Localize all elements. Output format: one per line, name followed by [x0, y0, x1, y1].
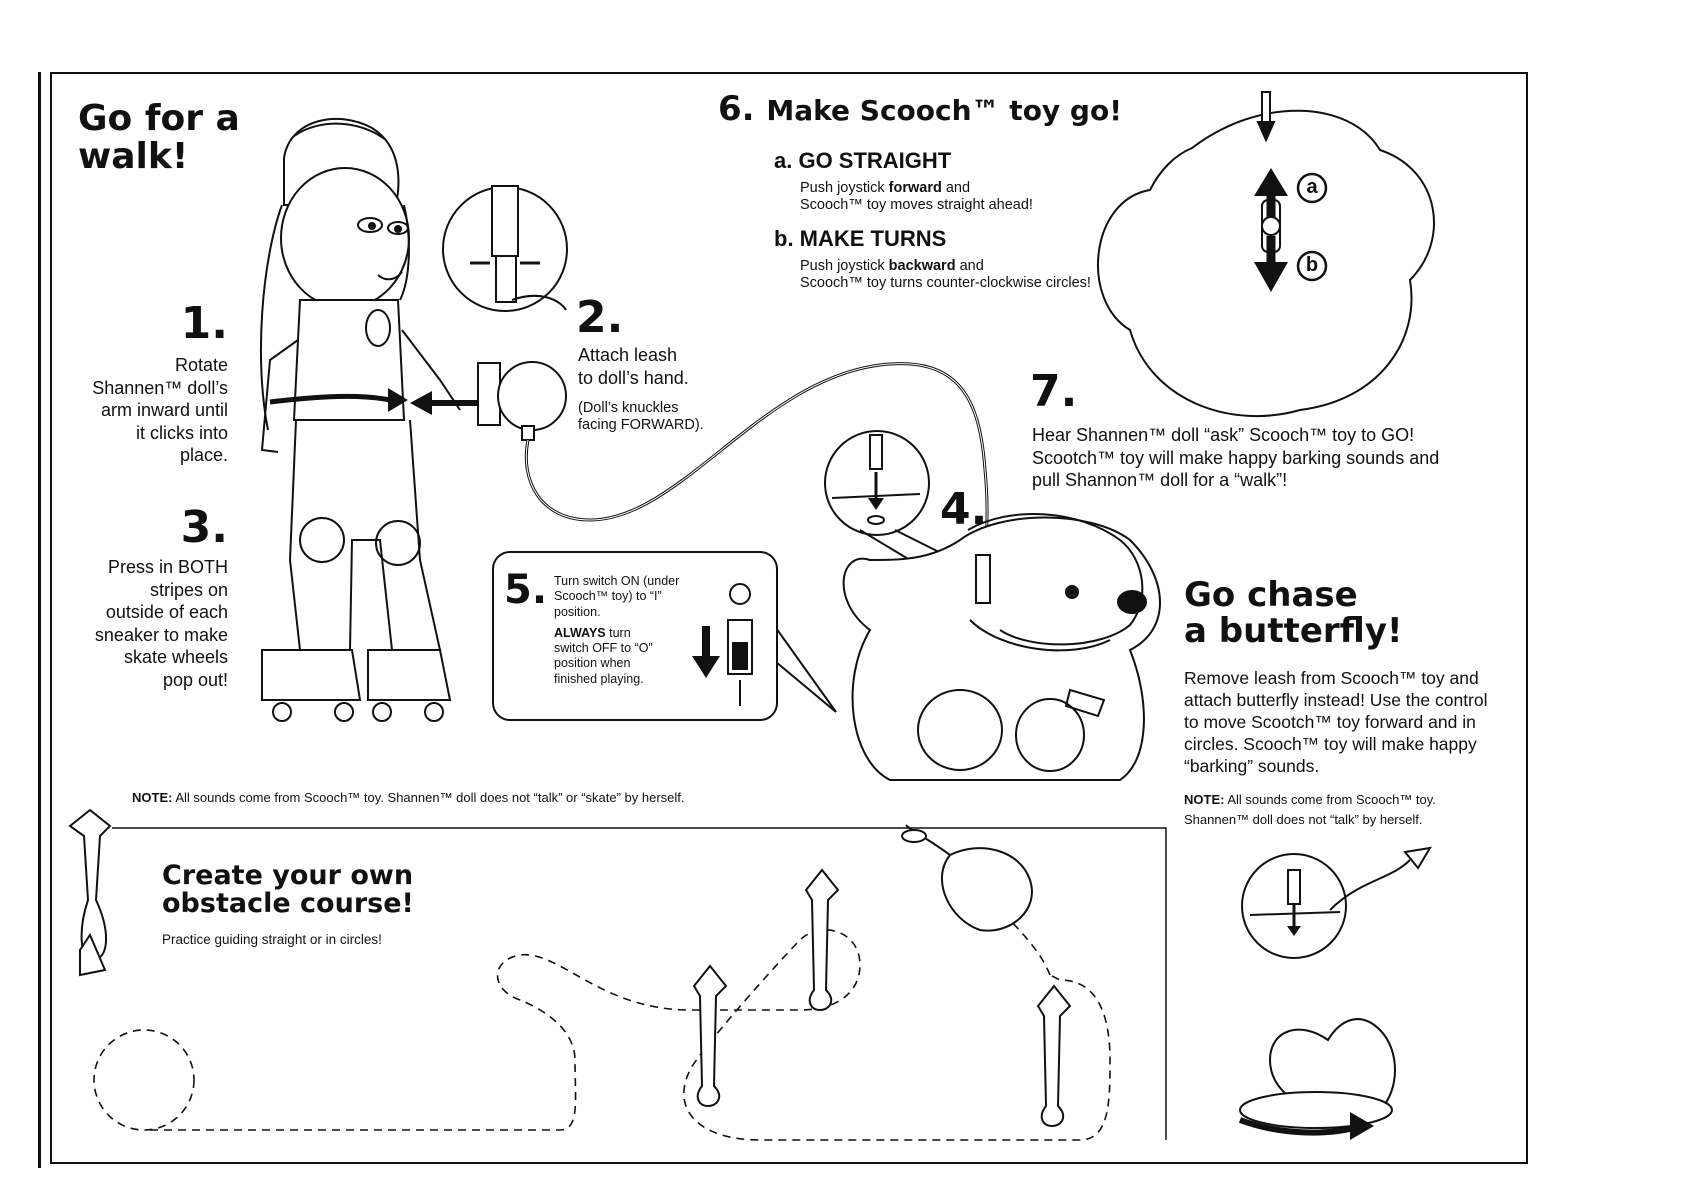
step5-line: Turn switch ON (under: [554, 574, 679, 589]
step6-title: Make Scooch™ toy go!: [766, 94, 1122, 127]
step3-text: Press in BOTH stripes on outside of each…: [70, 556, 228, 691]
step5-line: position when: [554, 656, 679, 671]
obstacle-title-line1: Create your own: [162, 862, 414, 890]
step6b-line2: Scooch™ toy turns counter-clockwise circ…: [800, 275, 1091, 292]
step1-line: place.: [80, 444, 228, 467]
step2-number: 2.: [576, 296, 623, 340]
step4-number: 4.: [940, 488, 987, 532]
step2-note: (Doll’s knuckles facing FORWARD).: [578, 400, 704, 435]
butterfly-line: “barking” sounds.: [1184, 756, 1488, 778]
butterfly-title-line1: Go chase: [1184, 578, 1403, 614]
step2-line: to doll’s hand.: [578, 367, 689, 390]
step5-text: Turn switch ON (under Scooch™ toy) to “I…: [554, 574, 679, 687]
walk-note: NOTE: All sounds come from Scooch™ toy. …: [132, 790, 685, 805]
hand-inset-illustration: [443, 186, 567, 311]
step5-line: Scooch™ toy) to “I”: [554, 589, 679, 604]
butterfly-line: Remove leash from Scooch™ toy and: [1184, 668, 1488, 690]
step7-text: Hear Shannen™ doll “ask” Scooch™ toy to …: [1032, 424, 1439, 492]
step6b-label: b. MAKE TURNS: [774, 226, 946, 252]
step7-line: Scootch™ toy will make happy barking sou…: [1032, 447, 1439, 470]
step1-text: Rotate Shannen™ doll’s arm inward until …: [80, 354, 228, 467]
step7-line: pull Shannon™ doll for a “walk”!: [1032, 469, 1439, 492]
step1-number: 1.: [176, 302, 228, 346]
butterfly-line: to move Scootch™ toy forward and in: [1184, 712, 1488, 734]
walk-note-text: All sounds come from Scooch™ toy. Shanne…: [172, 790, 684, 805]
step6b-line1: Push joystick backward and: [800, 258, 1091, 275]
step5-off-line: switch OFF to “O”: [554, 641, 679, 656]
butterfly-note: NOTE: All sounds come from Scooch™ toy. …: [1184, 790, 1436, 829]
step5-line: finished playing.: [554, 672, 679, 687]
walk-title-line1: Go for a: [78, 100, 240, 138]
walk-title: Go for a walk!: [78, 100, 240, 176]
obstacle-subtitle: Practice guiding straight or in circles!: [162, 932, 382, 947]
butterfly-title-line2: a butterfly!: [1184, 614, 1403, 650]
step5-number: 5.: [504, 570, 547, 610]
step3-line: sneaker to make: [70, 624, 228, 647]
walk-note-label: NOTE:: [132, 790, 172, 805]
step6a-post: and: [942, 180, 970, 196]
butterfly-note-label: NOTE:: [1184, 792, 1224, 807]
walk-title-line2: walk!: [78, 138, 240, 176]
step6-heading: 6. Make Scooch™ toy go!: [718, 92, 1122, 128]
butterfly-body: Remove leash from Scooch™ toy and attach…: [1184, 668, 1488, 777]
step6a-line2: Scooch™ toy moves straight ahead!: [800, 197, 1033, 214]
step6b-post: and: [956, 258, 984, 274]
butterfly-dog-illustration: [1240, 848, 1430, 1140]
step3-line: Press in BOTH: [70, 556, 228, 579]
step5-line: turn: [606, 626, 631, 640]
step3-line: skate wheels: [70, 646, 228, 669]
butterfly-line: attach butterfly instead! Use the contro…: [1184, 690, 1488, 712]
step1-line: it clicks into: [80, 422, 228, 445]
step5-always: ALWAYS: [554, 626, 606, 640]
step2-note-line: (Doll’s knuckles: [578, 400, 704, 417]
step5-line: switch OFF to “O”: [554, 641, 653, 655]
obstacle-cone-markers: [70, 810, 1070, 1126]
obstacle-title: Create your own obstacle course!: [162, 862, 414, 919]
step2-line: Attach leash: [578, 344, 689, 367]
step2-note-line: facing FORWARD).: [578, 417, 704, 434]
step3-line: stripes on: [70, 579, 228, 602]
doll-illustration: [261, 119, 460, 721]
step6a-text: Push joystick forward and Scooch™ toy mo…: [800, 180, 1033, 215]
step3-line: pop out!: [70, 669, 228, 692]
butterfly-note-line2: Shannen™ doll does not “talk” by herself…: [1184, 810, 1436, 830]
scooch-dog-illustration: [844, 514, 1160, 780]
step6b-text: Push joystick backward and Scooch™ toy t…: [800, 258, 1091, 293]
butterfly-title: Go chase a butterfly!: [1184, 578, 1403, 649]
step3-number: 3.: [176, 506, 228, 550]
joystick-badge-a: a: [1304, 176, 1320, 199]
step5-always-line: ALWAYS turn: [554, 626, 679, 641]
butterfly-note-line1: NOTE: All sounds come from Scooch™ toy.: [1184, 790, 1436, 810]
joystick-badge-b: b: [1304, 254, 1320, 277]
power-switch-illustration: [690, 580, 760, 710]
butterfly-note-text: All sounds come from Scooch™ toy.: [1224, 792, 1435, 807]
step3-line: outside of each: [70, 601, 228, 624]
butterfly-line: circles. Scooch™ toy will make happy: [1184, 734, 1488, 756]
step6-number: 6.: [718, 89, 755, 129]
obstacle-title-line2: obstacle course!: [162, 890, 414, 918]
step1-line: Rotate: [80, 354, 228, 377]
joystick-controller-illustration: [1098, 92, 1434, 416]
step2-text: Attach leash to doll’s hand.: [578, 344, 689, 389]
step6a-label: a. GO STRAIGHT: [774, 148, 951, 174]
step6a-line1: Push joystick forward and: [800, 180, 1033, 197]
step7-number: 7.: [1030, 370, 1077, 414]
step5-line: position.: [554, 605, 679, 620]
step6a-bold: forward: [889, 180, 942, 196]
step1-line: Shannen™ doll’s: [80, 377, 228, 400]
small-dog-illustration: [902, 825, 1032, 931]
step1-line: arm inward until: [80, 399, 228, 422]
step6b-pre: Push joystick: [800, 258, 889, 274]
step6a-pre: Push joystick: [800, 180, 889, 196]
step6b-bold: backward: [889, 258, 956, 274]
step7-line: Hear Shannen™ doll “ask” Scooch™ toy to …: [1032, 424, 1439, 447]
